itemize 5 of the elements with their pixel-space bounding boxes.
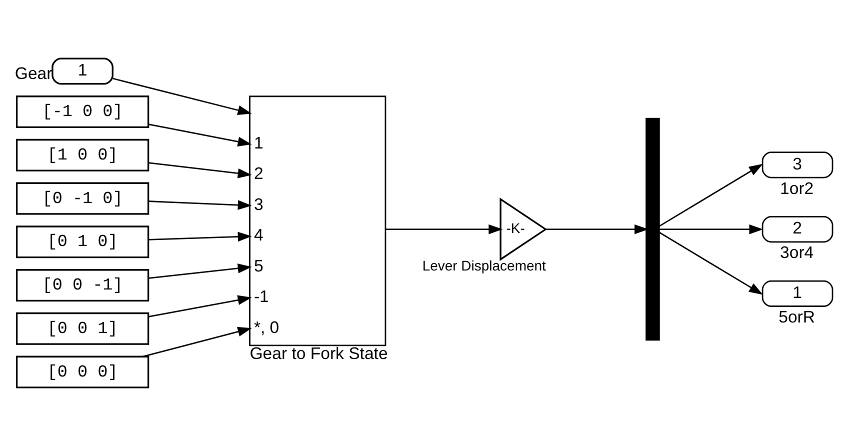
node-label: 1or2 <box>780 178 814 198</box>
node-label: Gear to Fork State <box>250 344 388 363</box>
node-label: 3or4 <box>780 243 814 262</box>
node-label: Gear <box>14 64 52 84</box>
node-label: 5orR <box>778 307 816 326</box>
